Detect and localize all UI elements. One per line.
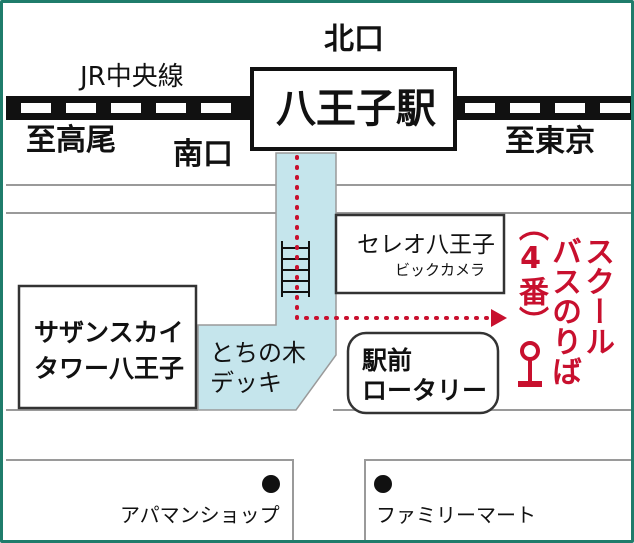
station-rotary bbox=[346, 331, 500, 415]
bus-stop-label-line2: バスのりば bbox=[546, 236, 581, 386]
bus-stop-number: （4番） bbox=[513, 211, 548, 336]
rotary-label-line1: 駅前 bbox=[362, 346, 413, 375]
bus-stop-label-line1: スクール bbox=[579, 236, 614, 356]
station-name: 八王子駅 bbox=[276, 86, 436, 132]
cereo-tenant: ビックカメラ bbox=[395, 261, 486, 279]
south-exit-label: 南口 bbox=[173, 137, 233, 172]
southern-sky-tower-building bbox=[17, 284, 198, 410]
rotary-label-line2: ロータリー bbox=[362, 376, 488, 405]
tochinoki-deck bbox=[197, 152, 337, 411]
pin-icon bbox=[518, 341, 542, 387]
cereo-name: セレオ八王子 bbox=[357, 232, 495, 258]
route-arrow-icon bbox=[491, 309, 507, 327]
dot-icon bbox=[374, 475, 392, 493]
deck-label-line1: とちの木 bbox=[210, 339, 306, 367]
walking-route bbox=[295, 155, 507, 327]
jr-chuo-line-label: JR中央線 bbox=[80, 62, 184, 92]
west-direction-label: 至高尾 bbox=[26, 123, 116, 158]
apamanshop-label: アパマンショップ bbox=[120, 503, 280, 527]
southern-sky-tower-line1: サザンスカイ bbox=[34, 318, 184, 347]
familymart-label: ファミリーマート bbox=[376, 503, 536, 527]
north-exit-label: 北口 bbox=[324, 22, 384, 57]
east-direction-label: 至東京 bbox=[505, 124, 595, 159]
hachioji-station-building bbox=[250, 67, 457, 151]
southern-sky-tower-line2: タワー八王子 bbox=[34, 354, 185, 383]
dot-icon bbox=[262, 475, 280, 493]
deck-label-line2: デッキ bbox=[210, 369, 282, 397]
map-graphics bbox=[6, 67, 631, 540]
cereo-building bbox=[334, 213, 506, 295]
